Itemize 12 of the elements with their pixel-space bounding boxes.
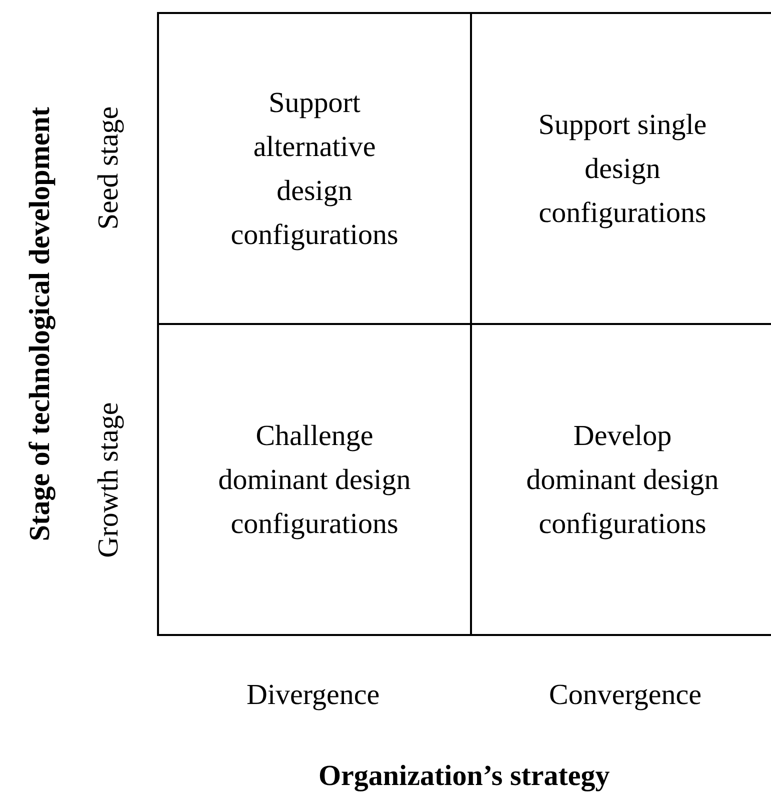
- axis-label: Divergence: [246, 678, 380, 712]
- axis-title: Stage of technological development: [23, 106, 58, 542]
- axis-label: Seed stage: [91, 106, 126, 230]
- cell-text: Develop dominant design configurations: [525, 418, 720, 542]
- matrix-cell: [157, 323, 472, 636]
- axis-title: Organization’s strategy: [318, 759, 610, 793]
- axis-label: Convergence: [549, 678, 702, 712]
- cell-text: Challenge dominant design configurations: [217, 418, 412, 542]
- cell-text: Support single design configurations: [537, 108, 708, 230]
- cell-text: Support alternative design configurations: [230, 86, 400, 252]
- matrix-cell: [157, 12, 472, 325]
- axis-label: Growth stage: [91, 402, 126, 558]
